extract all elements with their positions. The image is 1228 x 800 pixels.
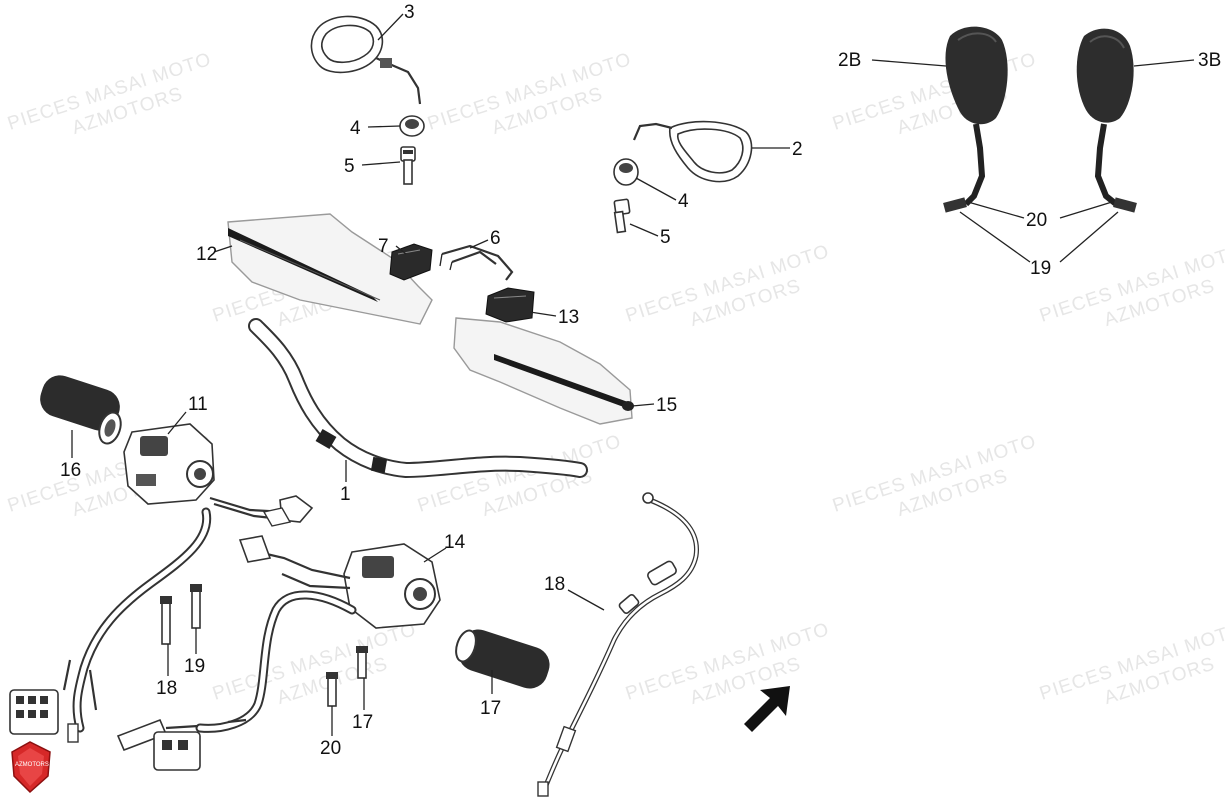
callout-label: 18 [156, 678, 177, 699]
mirror-right-part [632, 120, 753, 183]
switch-right-part [238, 535, 441, 629]
callout-label: 19 [1030, 258, 1051, 279]
mirror-bolt-left-part [400, 146, 416, 185]
mirror-left-part [310, 15, 422, 105]
mirror-bolt-right-part [613, 198, 631, 234]
callout-label: 3 [404, 2, 415, 23]
callout-label: 19 [184, 656, 205, 677]
callout-label: 2B [838, 50, 861, 71]
left-switch-harness-part [9, 507, 212, 743]
callout-label: 1 [340, 484, 351, 505]
mirror-nut-left-part [399, 115, 425, 137]
right-switch-harness-part [116, 590, 357, 771]
mirror-nut-right-part [613, 158, 639, 186]
callout-label: 14 [444, 532, 466, 553]
callout-label: 7 [378, 236, 389, 257]
callout-label: 17 [352, 712, 373, 733]
callout-label: 12 [196, 244, 217, 265]
callout-label: 16 [60, 460, 81, 481]
screw-part [356, 646, 368, 679]
handguard-wire-part [439, 244, 514, 281]
callout-label: 6 [490, 228, 501, 249]
logo-text: AZMOTORS [15, 762, 49, 768]
screw-part [160, 596, 172, 645]
callout-label: 20 [1026, 210, 1047, 231]
handguard-right-part [453, 317, 634, 425]
brand-logo: AZMOTORS [11, 741, 51, 794]
callout-label: 3B [1198, 50, 1221, 71]
switch-left-part [123, 423, 314, 527]
callout-label: 11 [188, 394, 208, 415]
callout-label: 15 [656, 395, 677, 416]
mirror-variant-left-part [943, 26, 1008, 213]
callout-label: 13 [558, 307, 579, 328]
callout-labels: 3 4 5 2 4 5 6 7 12 13 15 11 16 1 14 18 1… [60, 2, 1221, 759]
callout-label: 17 [480, 698, 501, 719]
callout-label: 4 [350, 118, 361, 139]
callout-label: 18 [544, 574, 565, 595]
handguard-mount-bracket-part [485, 287, 535, 323]
callout-label: 5 [660, 227, 671, 248]
grip-left-part [40, 375, 122, 445]
handlebar-part [248, 318, 588, 479]
callout-label: 4 [678, 191, 689, 212]
callout-label: 2 [792, 139, 803, 160]
leader-lines [71, 13, 1195, 736]
callout-label: 20 [320, 738, 341, 759]
handguard-left-part [227, 213, 433, 325]
throttle-cable-part [537, 492, 699, 797]
arrow-up-right-icon [744, 686, 790, 732]
mirror-variant-right-part [1076, 28, 1137, 213]
screw-part [190, 584, 202, 629]
handguard-mount-clamp-part [389, 243, 433, 281]
callout-label: 5 [344, 156, 355, 177]
grip-right-part [455, 629, 550, 689]
screw-part [326, 672, 338, 707]
